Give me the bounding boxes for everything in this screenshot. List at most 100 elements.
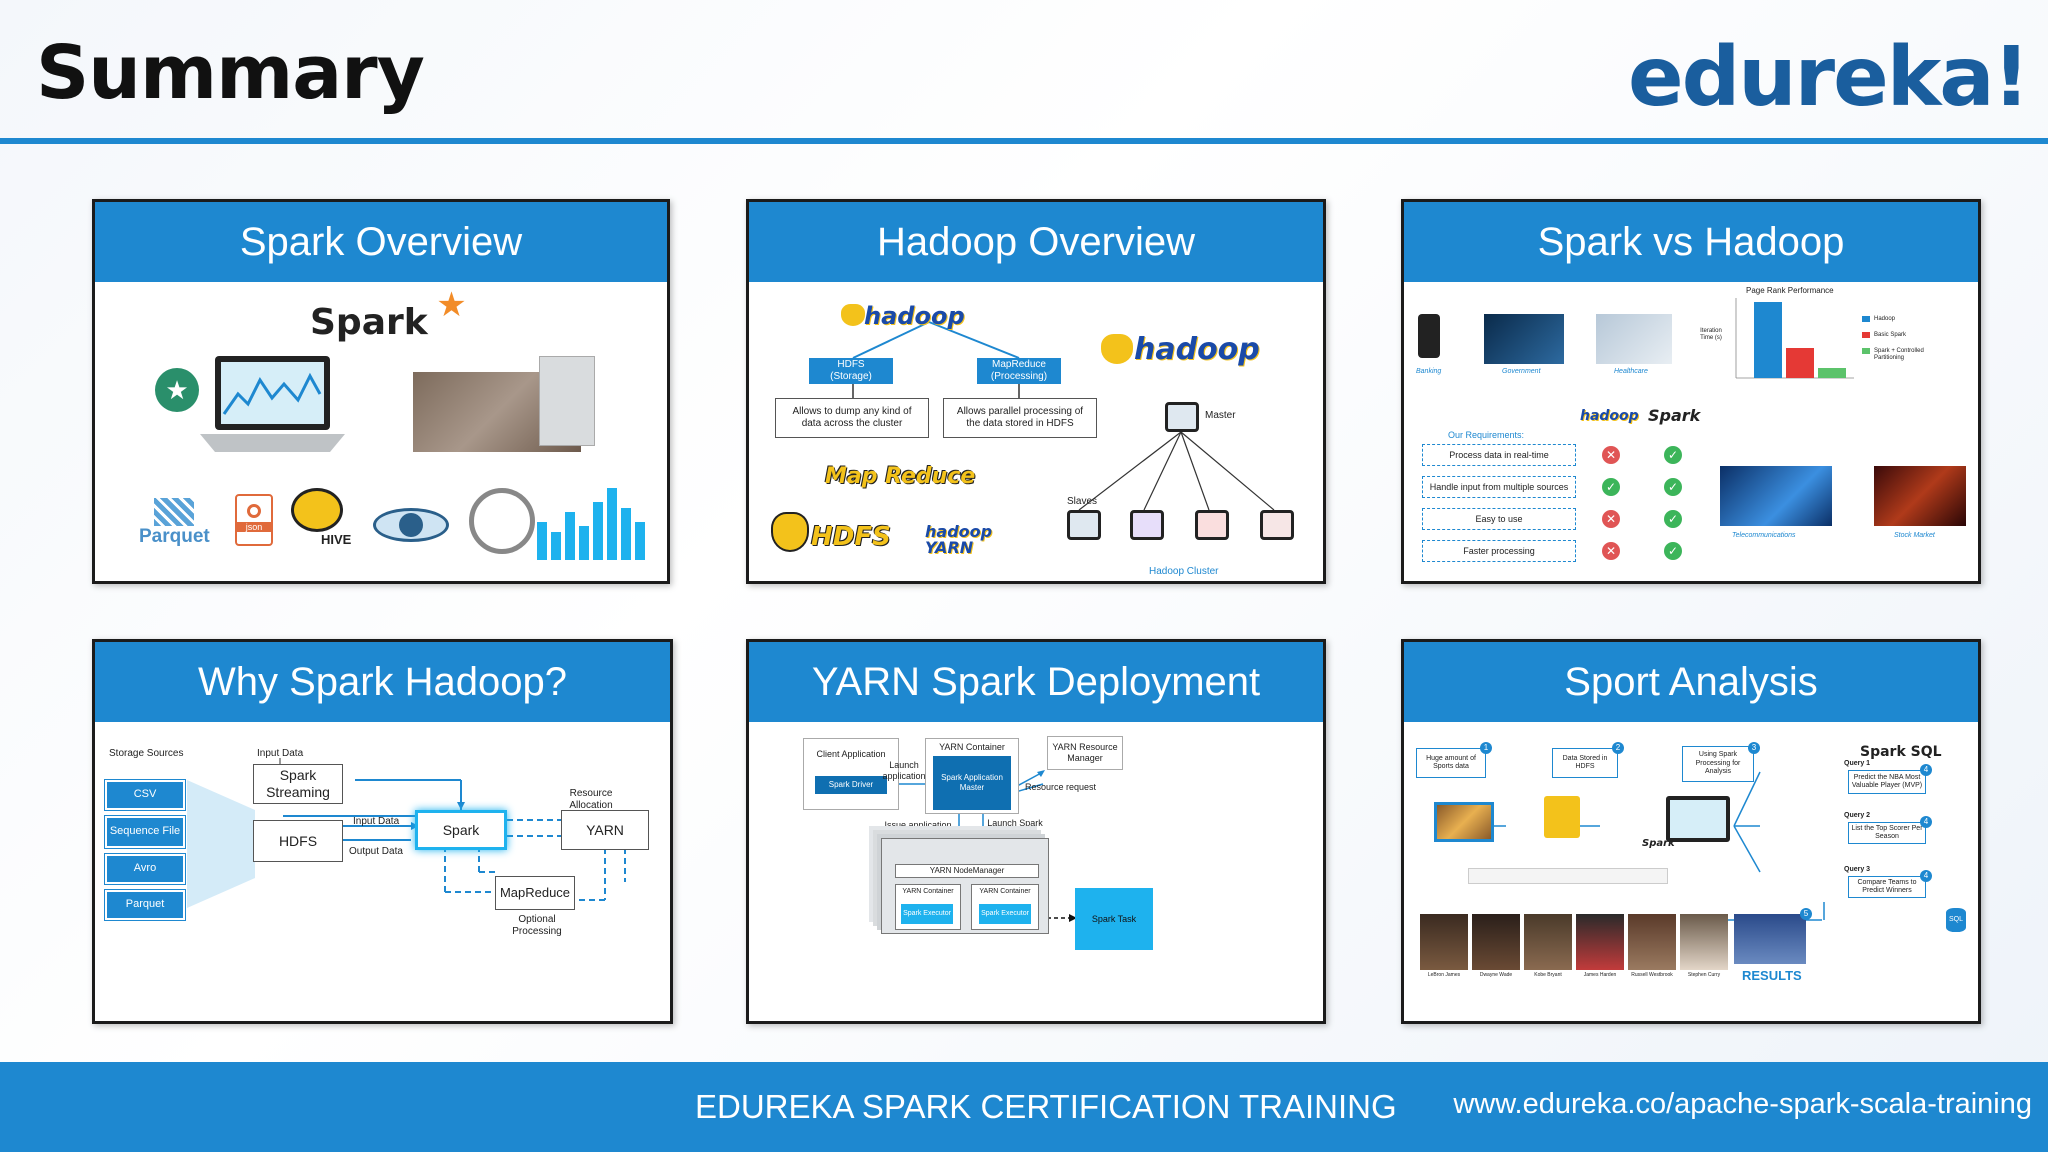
panel-title: Why Spark Hadoop? xyxy=(95,642,670,722)
source-sequence-file: Sequence File xyxy=(104,815,186,849)
app-master-box: Spark Application Master xyxy=(933,756,1011,810)
query2-box: List the Top Scorer Per Season xyxy=(1848,822,1926,844)
hdfs-folders-icon xyxy=(1544,796,1580,838)
panel-hadoop-overview[interactable]: Hadoop Overview hadoop hadoop HDFS (Stor… xyxy=(746,199,1326,584)
mapreduce-box: MapReduce (Processing) xyxy=(977,358,1061,384)
footer-bar: EDUREKA SPARK CERTIFICATION TRAINING www… xyxy=(0,1062,2048,1152)
hdfs-logo: HDFS xyxy=(811,522,891,552)
check-icon: ✓ xyxy=(1664,542,1682,560)
elephant-icon xyxy=(771,512,809,552)
query1-box: Predict the NBA Most Valuable Player (MV… xyxy=(1848,770,1926,794)
hdfs-box: HDFS xyxy=(253,820,343,862)
mapreduce-description: Allows parallel processing of the data s… xyxy=(943,398,1097,438)
panel-title: Spark Overview xyxy=(95,202,667,282)
step2-box: Data Stored in HDFS xyxy=(1552,748,1618,778)
sector-label-government: Government xyxy=(1502,368,1541,375)
query3-label: Query 3 xyxy=(1844,866,1871,873)
panel-body: Storage Sources CSV Sequence File Avro P… xyxy=(95,722,670,1021)
sector-label-telecom: Telecommunications xyxy=(1732,532,1796,539)
hive-logo: HIVE xyxy=(291,488,361,552)
hadoop-logo-large: hadoop xyxy=(1134,332,1260,367)
footer-course-url[interactable]: www.edureka.co/apache-spark-scala-traini… xyxy=(1453,1088,2032,1120)
slave-node-icon xyxy=(1260,510,1294,540)
requirement-row: Faster processing xyxy=(1422,540,1576,562)
query1-label: Query 1 xyxy=(1844,760,1871,767)
tv-sports-icon xyxy=(1434,802,1494,842)
bee-icon xyxy=(291,488,343,532)
panel-title: YARN Spark Deployment xyxy=(749,642,1323,722)
master-node-icon xyxy=(1165,402,1199,432)
executor-b-box: Spark Executor xyxy=(979,904,1031,924)
output-data-label: Output Data xyxy=(349,846,403,857)
query3-box: Compare Teams to Predict Winners xyxy=(1848,876,1926,898)
cross-icon: ✕ xyxy=(1602,542,1620,560)
panel-spark-vs-hadoop[interactable]: Spark vs Hadoop Banking Government Healt… xyxy=(1401,199,1981,584)
star-icon: ★ xyxy=(436,285,467,325)
panel-sport-analysis[interactable]: Sport Analysis Huge amount of Sports dat… xyxy=(1401,639,1981,1024)
legend-controlled-partitioning: Spark + Controlled Partitioning xyxy=(1874,348,1924,362)
storage-sources-label: Storage Sources xyxy=(109,748,184,759)
hadoop-logo: hadoop xyxy=(864,302,965,330)
slave-node-icon xyxy=(1067,510,1101,540)
step3-badge: 3 xyxy=(1748,742,1760,754)
spark-logo: Spark ★ xyxy=(310,285,467,343)
player-name: Stephen Curry xyxy=(1687,972,1721,978)
sector-label-stock: Stock Market xyxy=(1894,532,1935,539)
step1-box: Huge amount of Sports data xyxy=(1416,748,1486,778)
eye-icon xyxy=(373,508,449,542)
sector-label-healthcare: Healthcare xyxy=(1614,368,1648,375)
panel-yarn-spark-deployment[interactable]: YARN Spark Deployment Client Application… xyxy=(746,639,1326,1024)
footer-course-title: EDUREKA SPARK CERTIFICATION TRAINING xyxy=(695,1088,1397,1125)
node-manager-box: YARN NodeManager xyxy=(895,864,1039,878)
query2-badge: 4 xyxy=(1920,816,1932,828)
check-icon: ✓ xyxy=(1664,478,1682,496)
panel-body: Banking Government Healthcare Page Rank … xyxy=(1404,282,1978,581)
panel-why-spark-hadoop[interactable]: Why Spark Hadoop? Storage Sources CSV xyxy=(92,639,673,1024)
requirement-row: Handle input from multiple sources xyxy=(1422,476,1576,498)
master-label: Master xyxy=(1205,410,1236,421)
query2-label: Query 2 xyxy=(1844,812,1871,819)
panel-title: Sport Analysis xyxy=(1404,642,1978,722)
slave-node-icon xyxy=(1195,510,1229,540)
panel-body: hadoop hadoop HDFS (Storage) MapReduce (… xyxy=(749,282,1323,581)
slave-node-icon xyxy=(1130,510,1164,540)
code-snippet xyxy=(1468,868,1668,884)
yarn-box: YARN xyxy=(561,810,649,850)
cross-icon: ✕ xyxy=(1602,510,1620,528)
clock-icon xyxy=(469,488,535,554)
slaves-label: Slaves xyxy=(1067,496,1098,507)
panel-title: Hadoop Overview xyxy=(749,202,1323,282)
cross-icon: ✕ xyxy=(1602,446,1620,464)
check-icon: ✓ xyxy=(1664,510,1682,528)
panel-spark-overview[interactable]: Spark Overview Spark ★ ★ Parquet json xyxy=(92,199,670,584)
optional-processing-label: Optional Processing xyxy=(512,914,562,937)
legend-hadoop: Hadoop xyxy=(1874,316,1896,322)
laptop-icon xyxy=(200,354,345,469)
step2-badge: 2 xyxy=(1612,742,1624,754)
query1-badge: 4 xyxy=(1920,764,1932,776)
stock-market-image xyxy=(1874,466,1966,526)
edureka-logo: edureka! xyxy=(1627,30,2030,125)
telecom-image xyxy=(1720,466,1832,526)
spark-logo: Spark xyxy=(1648,406,1701,425)
cluster-label: Hadoop Cluster xyxy=(1149,566,1219,577)
spark-streaming-box: Spark Streaming xyxy=(253,764,343,804)
requirements-title: Our Requirements: xyxy=(1448,430,1525,440)
player-name: James Harden xyxy=(1583,972,1617,978)
spark-task-box: Spark Task xyxy=(1075,888,1153,950)
results-label: RESULTS xyxy=(1742,968,1802,983)
yarn-logo: hadoop YARN xyxy=(925,522,993,557)
player-photo xyxy=(1420,914,1468,970)
source-parquet: Parquet xyxy=(104,889,186,921)
requirement-row: Easy to use xyxy=(1422,508,1576,530)
spark-logo: Spark xyxy=(1642,838,1675,849)
player-name: Russell Westbrook xyxy=(1631,972,1673,978)
laptop-icon xyxy=(1666,796,1730,842)
player-name: LeBron James xyxy=(1427,972,1461,978)
launch-executor-label: Launch Spark executor xyxy=(987,818,1043,839)
panel-body: Spark ★ ★ Parquet json HIVE xyxy=(95,282,667,581)
spark-box: Spark xyxy=(415,810,507,850)
panel-body: Huge amount of Sports data 1 Data Stored… xyxy=(1404,722,1978,1021)
header-rule xyxy=(0,138,2048,144)
requirement-row: Process data in real-time xyxy=(1422,444,1576,466)
